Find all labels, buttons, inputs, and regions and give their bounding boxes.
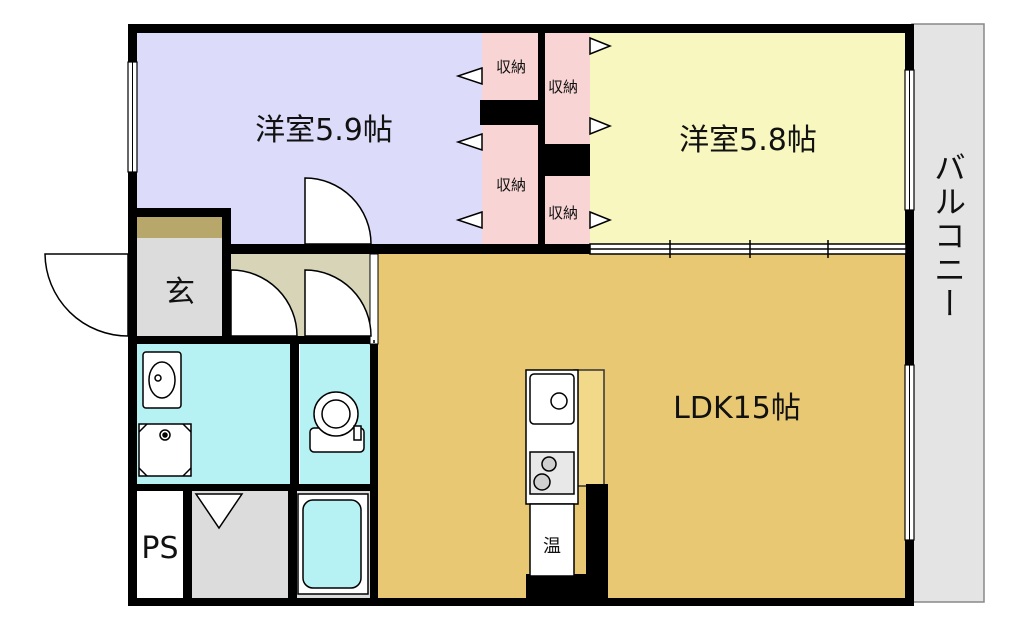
entrance-step xyxy=(137,216,225,238)
sink-drain-icon xyxy=(550,392,568,410)
closet-left-lower xyxy=(482,125,538,245)
washing-machine-icon xyxy=(138,423,192,477)
room-label-ldk: LDK15帖 xyxy=(673,391,801,426)
walls xyxy=(128,24,914,606)
door-swings xyxy=(44,177,372,337)
hall-ldk-door-frame xyxy=(369,253,379,345)
stove-burner-icon-2 xyxy=(533,473,551,491)
sliding-partition xyxy=(589,240,907,258)
western-room-2-floor xyxy=(590,32,907,247)
closet-right-upper xyxy=(544,32,590,144)
ldk-floor xyxy=(378,254,908,598)
room-label-western-1: 洋室5.9帖 xyxy=(255,113,393,148)
kitchen-counter xyxy=(525,369,579,577)
closet-label-lower-right: 収納 xyxy=(548,204,578,222)
closet-door-triangles xyxy=(455,36,613,230)
laundry-drain-icon xyxy=(194,493,244,530)
balcony-label: バルコニー xyxy=(929,151,967,321)
water-heater-label: 温 xyxy=(543,536,561,557)
closet-label-upper-right: 収納 xyxy=(548,78,578,96)
stove-burner-icon xyxy=(541,456,557,472)
closet-label-upper-left: 収納 xyxy=(496,58,526,76)
toilet-icon xyxy=(309,391,365,453)
room-label-western-2: 洋室5.8帖 xyxy=(679,123,817,158)
washbasin-icon xyxy=(142,351,182,409)
closet-label-lower-left: 収納 xyxy=(496,176,526,194)
room-label-entrance: 玄 xyxy=(165,275,195,310)
room-label-pipe-space: PS xyxy=(141,531,178,566)
closet-right-lower xyxy=(544,175,590,245)
closet-left-upper xyxy=(482,32,538,100)
bathtub-icon xyxy=(297,493,369,595)
balcony-area xyxy=(911,23,985,603)
entrance-floor xyxy=(137,238,225,338)
